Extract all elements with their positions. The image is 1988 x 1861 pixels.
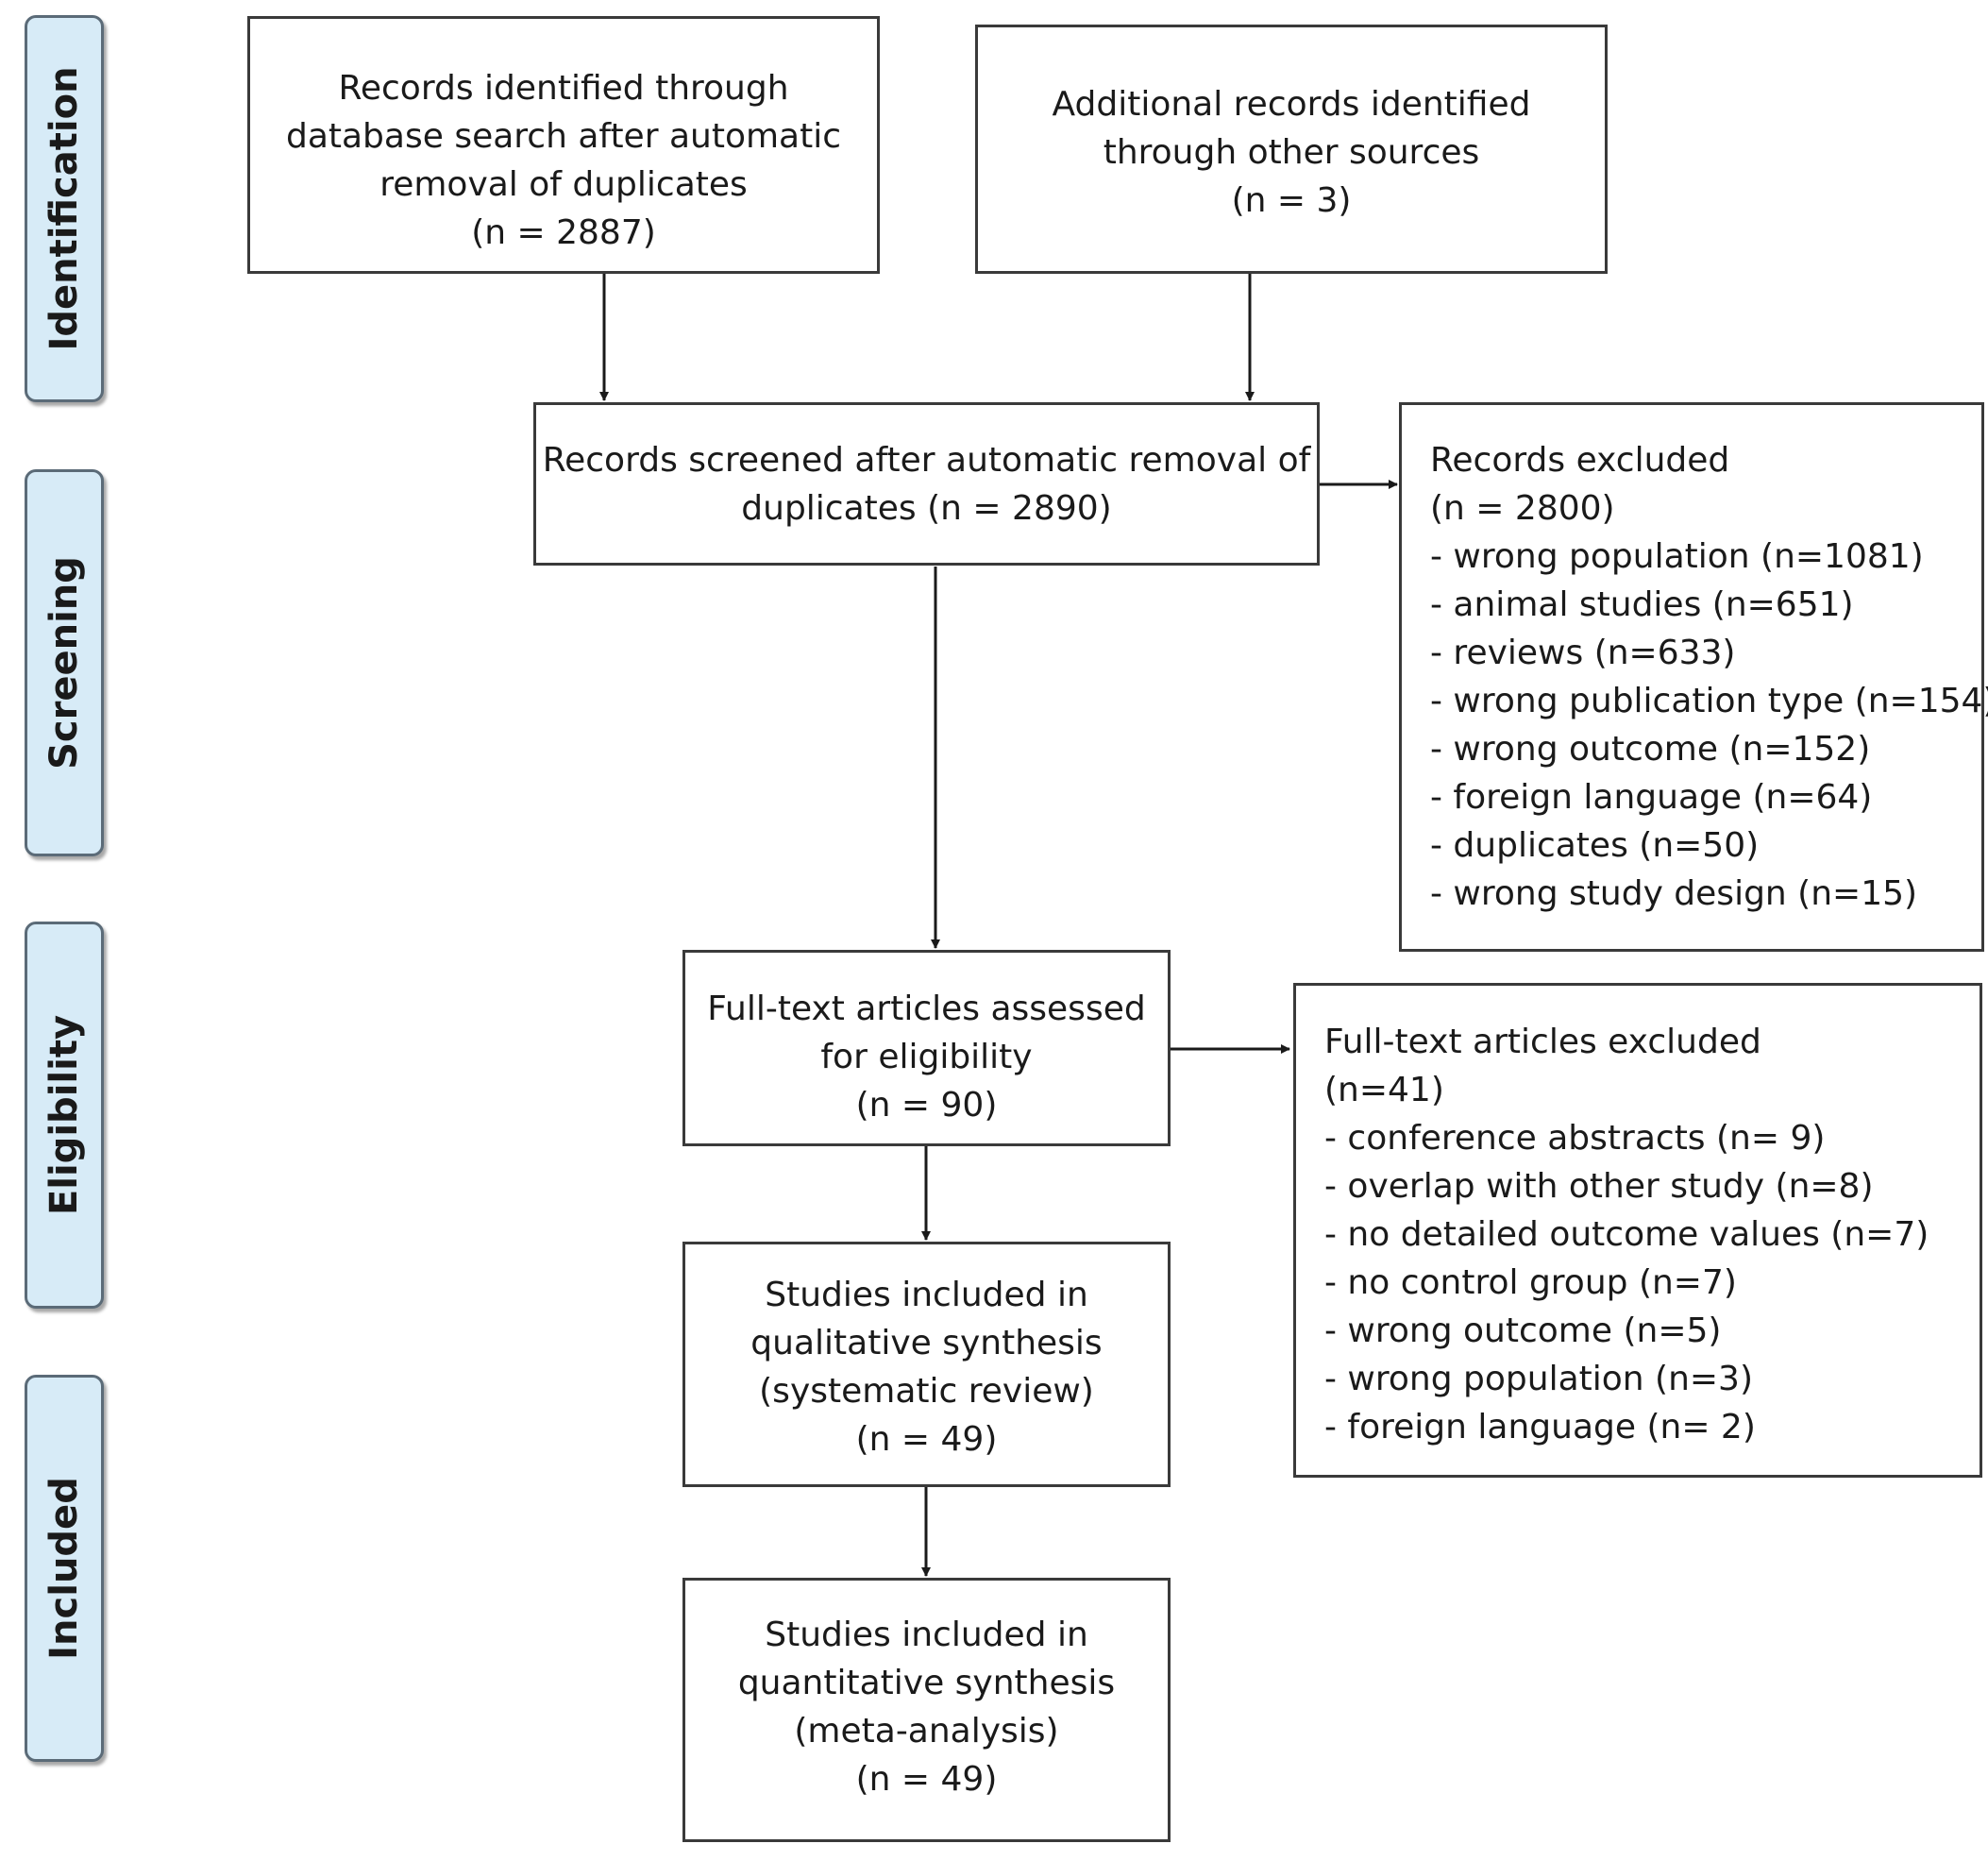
- box-text: quantitative synthesis: [737, 1664, 1116, 1702]
- phase-tab-eligibility: Eligibility: [25, 922, 104, 1309]
- other-records-box: Additional records identified through ot…: [975, 25, 1608, 274]
- records-excluded-box: Records excluded (n = 2800) - wrong popu…: [1399, 402, 1988, 952]
- qualitative-synthesis-box: Studies included in qualitative synthesi…: [682, 1242, 1171, 1487]
- box-text: Studies included in: [765, 1276, 1088, 1314]
- box-text: (systematic review): [759, 1372, 1094, 1411]
- exclusion-item: - no detailed outcome values (n=7): [1324, 1215, 1929, 1254]
- box-text: (meta-analysis): [794, 1712, 1059, 1751]
- exclusion-item: - wrong outcome (n=5): [1324, 1311, 1722, 1350]
- exclusion-item: - animal studies (n=651): [1430, 585, 1854, 624]
- box-count: (n = 90): [855, 1086, 998, 1125]
- phase-label: Eligibility: [42, 1014, 86, 1216]
- box-count: (n = 2800): [1430, 489, 1615, 528]
- phase-tab-identification: Identification: [25, 15, 104, 402]
- box-text: duplicates (n = 2890): [741, 489, 1112, 528]
- box-title: Records excluded: [1430, 441, 1730, 480]
- box-text: database search after automatic: [285, 117, 842, 156]
- exclusion-item: - foreign language (n= 2): [1324, 1408, 1756, 1447]
- phase-label: Included: [42, 1477, 86, 1660]
- box-text: Records screened after automatic removal…: [542, 441, 1311, 480]
- exclusion-item: - wrong population (n=3): [1324, 1360, 1754, 1398]
- exclusion-item: - conference abstracts (n= 9): [1324, 1119, 1826, 1158]
- box-count: (n=41): [1324, 1071, 1444, 1109]
- phase-tab-screening: Screening: [25, 469, 104, 856]
- exclusion-item: - wrong study design (n=15): [1430, 874, 1918, 913]
- exclusion-item: - wrong population (n=1081): [1430, 537, 1924, 576]
- exclusion-item: - overlap with other study (n=8): [1324, 1167, 1874, 1206]
- exclusion-item: - no control group (n=7): [1324, 1263, 1737, 1302]
- phase-label: Screening: [42, 556, 86, 770]
- box-text: Records identified through: [338, 69, 789, 108]
- phase-tab-included: Included: [25, 1375, 104, 1762]
- box-text: Full-text articles assessed: [707, 990, 1146, 1028]
- fulltext-excluded-box: Full-text articles excluded (n=41) - con…: [1293, 983, 1982, 1478]
- box-title: Full-text articles excluded: [1324, 1023, 1761, 1061]
- box-text: for eligibility: [820, 1038, 1033, 1076]
- fulltext-assessed-box: Full-text articles assessed for eligibil…: [682, 950, 1171, 1146]
- box-count: (n = 2887): [471, 213, 656, 252]
- box-text: Additional records identified: [1052, 85, 1531, 124]
- exclusion-item: - duplicates (n=50): [1430, 826, 1760, 865]
- box-text: removal of duplicates: [379, 165, 748, 204]
- screened-box: Records screened after automatic removal…: [533, 402, 1320, 566]
- box-count: (n = 49): [855, 1420, 998, 1459]
- exclusion-item: - wrong publication type (n=154): [1430, 682, 1988, 720]
- box-text: qualitative synthesis: [750, 1324, 1103, 1362]
- box-count: (n = 49): [855, 1760, 998, 1799]
- box-text: through other sources: [1103, 133, 1480, 172]
- quantitative-synthesis-box: Studies included in quantitative synthes…: [682, 1578, 1171, 1842]
- exclusion-item: - reviews (n=633): [1430, 634, 1736, 672]
- phase-label: Identification: [42, 66, 86, 351]
- exclusion-item: - wrong outcome (n=152): [1430, 730, 1871, 769]
- box-text: Studies included in: [765, 1616, 1088, 1654]
- db-records-box: Records identified through database sear…: [247, 16, 880, 274]
- box-count: (n = 3): [1231, 181, 1352, 220]
- exclusion-item: - foreign language (n=64): [1430, 778, 1873, 817]
